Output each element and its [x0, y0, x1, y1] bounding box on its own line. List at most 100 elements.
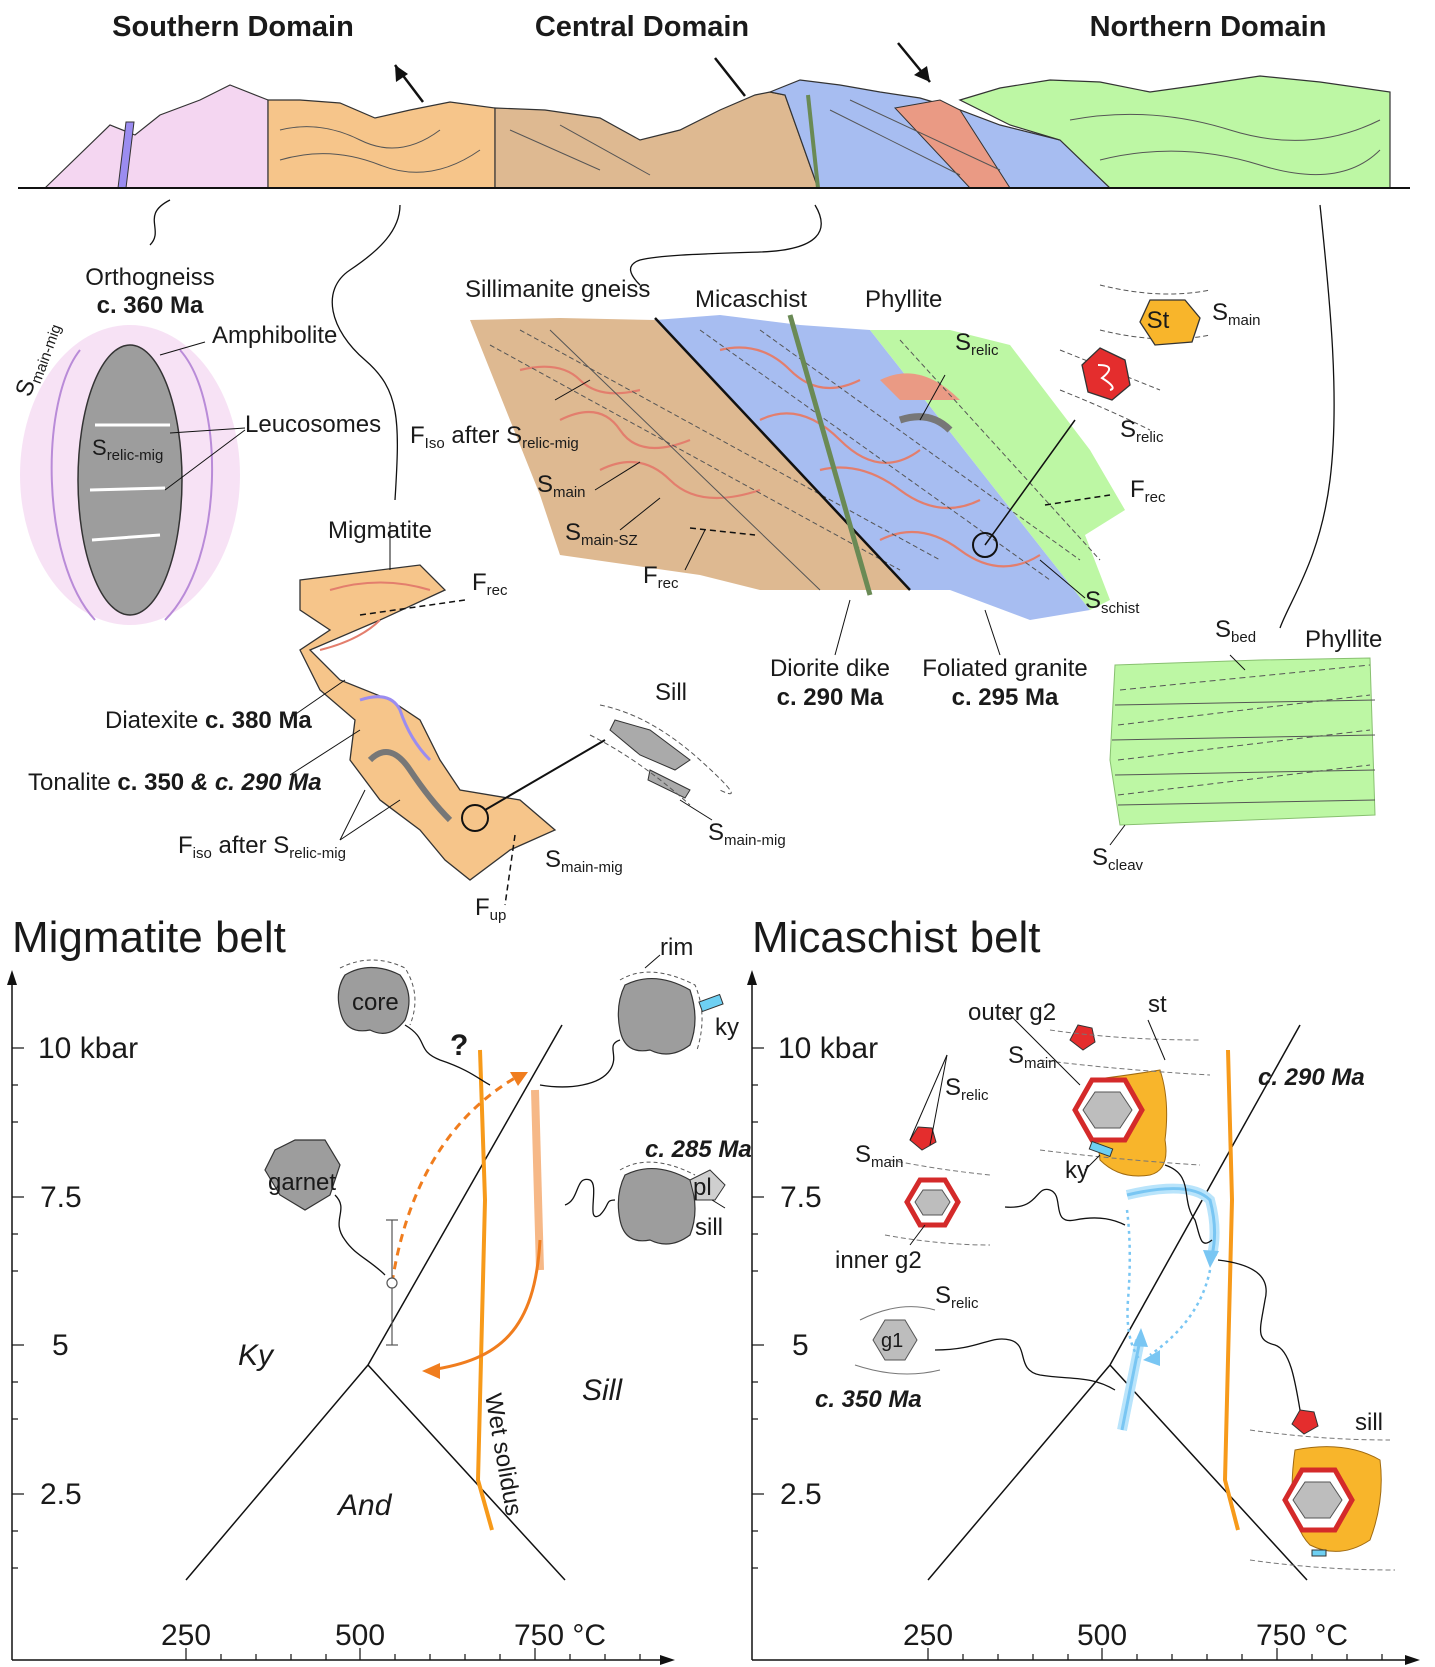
- mica-path-2-glow: [1125, 1183, 1220, 1257]
- mica-st-label: st: [1148, 991, 1167, 1018]
- mica-x-tick-250: 250: [903, 1619, 953, 1652]
- mig-x-tick-250: 250: [161, 1619, 211, 1652]
- fault-arrow-1-head: [395, 65, 408, 82]
- label-tonalite: Tonalite c. 350 & c. 290 Ma: [28, 769, 322, 796]
- label-f-iso-relic-mig: FIso after Srelic-mig: [410, 422, 579, 452]
- label-s-main-mig-3: Smain-mig: [708, 819, 786, 849]
- mig-ky-label: ky: [715, 1014, 739, 1041]
- mig-question-mark: ?: [450, 1029, 468, 1062]
- mica-s-main-label: Smain: [1008, 1042, 1057, 1072]
- mica-wet-solidus: [1222, 1049, 1240, 1531]
- amphibolite-lens: [77, 344, 183, 616]
- mica-age-350: c. 350 Ma: [815, 1386, 922, 1413]
- unit-migmatite: [267, 99, 496, 189]
- diorite-dike-section: [806, 94, 820, 189]
- label-s-schist: Sschist: [1085, 587, 1140, 617]
- mig-path-dashed: [390, 1073, 521, 1284]
- mig-x-tick-500: 500: [335, 1619, 385, 1652]
- label-s-relic-mig: Srelic-mig: [92, 435, 163, 464]
- label-diorite-dike: Diorite dike: [770, 655, 890, 682]
- mig-garnet-sill: [617, 1161, 726, 1245]
- label-f-rec-central: Frec: [643, 562, 679, 592]
- label-s-bed: Sbed: [1215, 616, 1256, 646]
- mica-g1-label: g1: [881, 1330, 903, 1352]
- mig-path-solid: [429, 1239, 542, 1372]
- mig-sill-label: sill: [695, 1214, 723, 1241]
- mig-field-and: And: [336, 1489, 393, 1522]
- label-granite-age: c. 295 Ma: [952, 684, 1059, 711]
- section-foliation: [279, 99, 1381, 176]
- label-sillimanite-gneiss: Sillimanite gneiss: [465, 276, 650, 303]
- micaschist-belt-pt: [747, 970, 1420, 1665]
- label-amphibolite: Amphibolite: [212, 322, 337, 349]
- mig-field-sill: Sill: [582, 1374, 623, 1407]
- mica-y-tick-5: 5: [792, 1329, 809, 1362]
- label-f-iso-after-mig: Fiso after Srelic-mig: [178, 832, 346, 862]
- mig-y-tick-2.5: 2.5: [40, 1478, 82, 1511]
- mig-garnet-big: [264, 1139, 341, 1211]
- mica-ky-label: ky: [1065, 1157, 1089, 1184]
- mica-path-dotted-1: [1125, 1209, 1142, 1361]
- label-phyllite: Phyllite: [865, 286, 942, 313]
- mica-x-tick-750: 750 °C: [1256, 1619, 1348, 1652]
- label-leucosomes: Leucosomes: [245, 411, 381, 438]
- staurolite-crystal: [1139, 299, 1201, 346]
- fault-arrow-3-head: [914, 66, 930, 82]
- migmatite-belt-pt: [7, 954, 726, 1665]
- mica-g1: [854, 1306, 941, 1375]
- label-phyllite-2: Phyllite: [1305, 626, 1382, 653]
- label-f-up: Fup: [475, 894, 506, 924]
- mig-age-285: c. 285 Ma: [645, 1136, 752, 1163]
- mig-x-tick-750: 750 °C: [514, 1619, 606, 1652]
- unit-phyllite: [958, 75, 1391, 189]
- phyllite-block: [1109, 654, 1376, 846]
- mig-garnet-core: [337, 959, 416, 1034]
- cross-section: [18, 42, 1410, 189]
- northern-domain-title: Northern Domain: [1090, 11, 1327, 43]
- label-f-rec-mig: Frec: [472, 569, 508, 599]
- mig-rim-label: rim: [660, 934, 693, 961]
- mig-garnet-label: garnet: [268, 1169, 336, 1196]
- label-st: St: [1147, 307, 1170, 334]
- staurolite-inset: [1059, 284, 1211, 431]
- mica-path-dotted-2: [1149, 1269, 1212, 1357]
- mig-field-ky: Ky: [238, 1339, 275, 1372]
- label-s-main-central: Smain: [537, 471, 586, 501]
- label-f-rec-st: Frec: [1130, 476, 1166, 506]
- mig-wet-solidus: [475, 1049, 494, 1531]
- mig-garnet-rim: [617, 954, 724, 1055]
- leucosome-bands: [89, 423, 170, 542]
- mig-y-tick-5: 5: [52, 1329, 69, 1362]
- mica-title: Micaschist belt: [752, 913, 1041, 962]
- label-s-main-mig-2: Smain-mig: [545, 846, 623, 876]
- mica-s-main-2-label: Smain: [855, 1141, 904, 1171]
- mica-inner-g2: [884, 1126, 991, 1246]
- unit-granite: [894, 99, 1011, 189]
- mica-outer-g2-label: outer g2: [968, 999, 1056, 1026]
- mica-age-290: c. 290 Ma: [1258, 1064, 1365, 1091]
- mica-sill-label: sill: [1355, 1409, 1383, 1436]
- mica-s-relic-2-label: Srelic: [935, 1282, 979, 1312]
- mig-core-label: core: [352, 989, 399, 1016]
- mica-inner-g2-label: inner g2: [835, 1247, 922, 1274]
- label-s-relic-central: Srelic: [955, 329, 999, 359]
- label-diorite-age: c. 290 Ma: [777, 684, 884, 711]
- leader-lines: [149, 199, 1335, 629]
- mig-title: Migmatite belt: [12, 913, 286, 962]
- label-micaschist: Micaschist: [695, 286, 807, 313]
- mica-y-tick-10: 10 kbar: [778, 1032, 878, 1065]
- label-foliated-granite: Foliated granite: [922, 655, 1087, 682]
- label-s-main-st: Smain: [1212, 299, 1261, 329]
- mica-sill-garnet: [1249, 1409, 1396, 1571]
- sill-inset: [589, 704, 732, 821]
- mica-ticks: [752, 1047, 1383, 1660]
- label-s-relic-st: Srelic: [1120, 416, 1164, 446]
- mig-y-tick-10: 10 kbar: [38, 1032, 138, 1065]
- mica-outer-g2: [1039, 1024, 1211, 1177]
- mig-triple-point-lines: [185, 1024, 566, 1581]
- label-orthogneiss: Orthogneiss: [85, 264, 214, 291]
- central-block: [470, 314, 1125, 656]
- unit-sillimanite-gneiss: [494, 91, 819, 189]
- southern-domain-title: Southern Domain: [112, 11, 354, 43]
